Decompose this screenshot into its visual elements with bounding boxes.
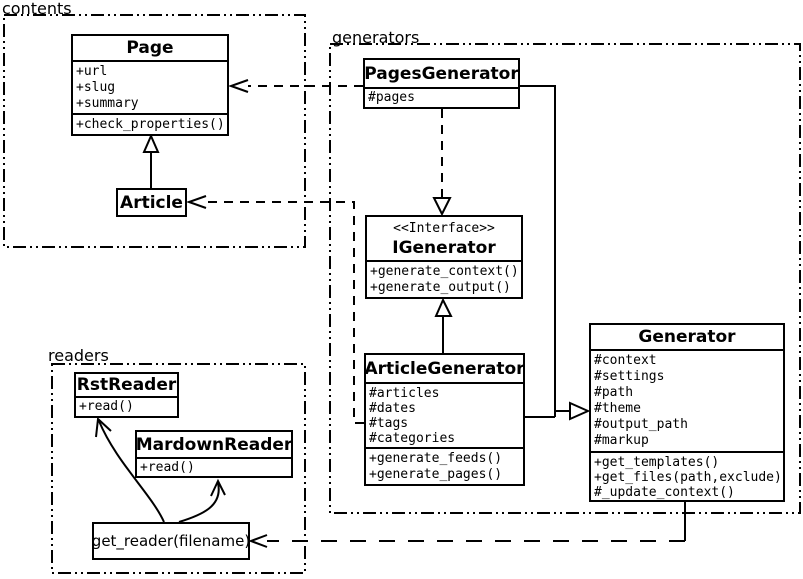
- edge-articlegenerator-extends-igenerator: [434, 297, 453, 353]
- class-page-attributes: +url +slug +summary: [73, 60, 227, 113]
- member: #output_path: [594, 417, 688, 432]
- member: +summary: [76, 96, 139, 111]
- member: #markup: [594, 433, 649, 448]
- member: #categories: [369, 431, 456, 446]
- member: +read(): [140, 460, 195, 475]
- class-pagesgenerator: PagesGenerator #pages: [363, 58, 520, 109]
- member: +generate_output(): [370, 280, 511, 295]
- class-rstreader-title: RstReader: [76, 375, 177, 395]
- class-article-title: Article: [120, 192, 183, 213]
- member: +read(): [79, 399, 134, 414]
- edge-pagesgenerator-implements-igenerator: [432, 109, 452, 217]
- class-generator-attributes: #context #settings #path #theme #output_…: [591, 349, 783, 451]
- package-border-readers: [51, 363, 306, 574]
- interface-igenerator-methods: +generate_context() +generate_output(): [367, 260, 521, 297]
- member: +get_templates(): [594, 455, 720, 470]
- class-rstreader-methods: +read(): [76, 396, 177, 416]
- class-mardownreader-title: MardownReader: [137, 434, 291, 455]
- edge-articlegenerator-uses-article: [185, 195, 364, 424]
- package-label-generators: generators: [332, 28, 420, 47]
- class-generator: Generator #context #settings #path #them…: [589, 323, 785, 502]
- interface-igenerator: <<Interface>> IGenerator +generate_conte…: [365, 215, 523, 299]
- member: +url: [76, 64, 108, 79]
- class-rstreader: RstReader +read(): [74, 372, 179, 418]
- edge-getreader-to-rstreader: [95, 416, 165, 523]
- package-border-generators: [329, 43, 801, 514]
- class-articlegenerator-methods: +generate_feeds() +generate_pages(): [366, 447, 523, 484]
- class-mardownreader-methods: +read(): [137, 457, 291, 476]
- node-getreader: get_reader(filename): [92, 522, 250, 560]
- class-articlegenerator: ArticleGenerator #articles #dates #tags …: [364, 353, 525, 486]
- interface-igenerator-title: <<Interface>> IGenerator: [367, 217, 521, 260]
- class-generator-title: Generator: [638, 327, 736, 347]
- package-label-readers: readers: [48, 346, 109, 365]
- member: #articles: [369, 386, 440, 401]
- edge-getreader-to-mardownreader: [178, 478, 226, 523]
- class-page: Page +url +slug +summary +check_properti…: [71, 34, 229, 136]
- class-article: Article: [116, 188, 187, 217]
- member: +slug: [76, 80, 116, 95]
- member: #settings: [594, 369, 665, 384]
- interface-name: IGenerator: [392, 237, 496, 258]
- edge-generators-extend-generator: [520, 85, 591, 421]
- edge-generator-uses-getreader: [248, 502, 686, 548]
- class-articlegenerator-attributes: #articles #dates #tags #categories: [366, 382, 523, 447]
- class-mardownreader: MardownReader +read(): [135, 430, 293, 478]
- stereotype: <<Interface>>: [393, 220, 495, 236]
- member: +generate_context(): [370, 264, 519, 279]
- class-articlegenerator-title: ArticleGenerator: [366, 358, 523, 379]
- edge-pagesgenerator-uses-page: [227, 79, 363, 93]
- class-pagesgenerator-attributes: #pages: [365, 87, 518, 107]
- class-pagesgenerator-title: PagesGenerator: [365, 63, 518, 84]
- class-generator-methods: +get_templates() +get_files(path,exclude…: [591, 451, 783, 500]
- member: +get_files(path,exclude): [594, 470, 782, 485]
- package-border-contents: [3, 14, 306, 248]
- member: #theme: [594, 401, 641, 416]
- member: #_update_context(): [594, 485, 735, 500]
- member: #path: [594, 385, 634, 400]
- member: +generate_pages(): [369, 467, 503, 482]
- class-page-methods: +check_properties(): [73, 113, 227, 134]
- member: +check_properties(): [76, 117, 225, 132]
- member: #tags: [369, 416, 409, 431]
- member: +generate_feeds(): [369, 451, 503, 466]
- edge-article-extends-page: [142, 133, 160, 188]
- package-label-contents: contents: [2, 0, 72, 18]
- member: #context: [594, 353, 657, 368]
- node-getreader-label: get_reader(filename): [94, 532, 248, 550]
- member: #dates: [369, 401, 416, 416]
- member: #pages: [368, 90, 415, 105]
- class-page-title: Page: [126, 38, 174, 58]
